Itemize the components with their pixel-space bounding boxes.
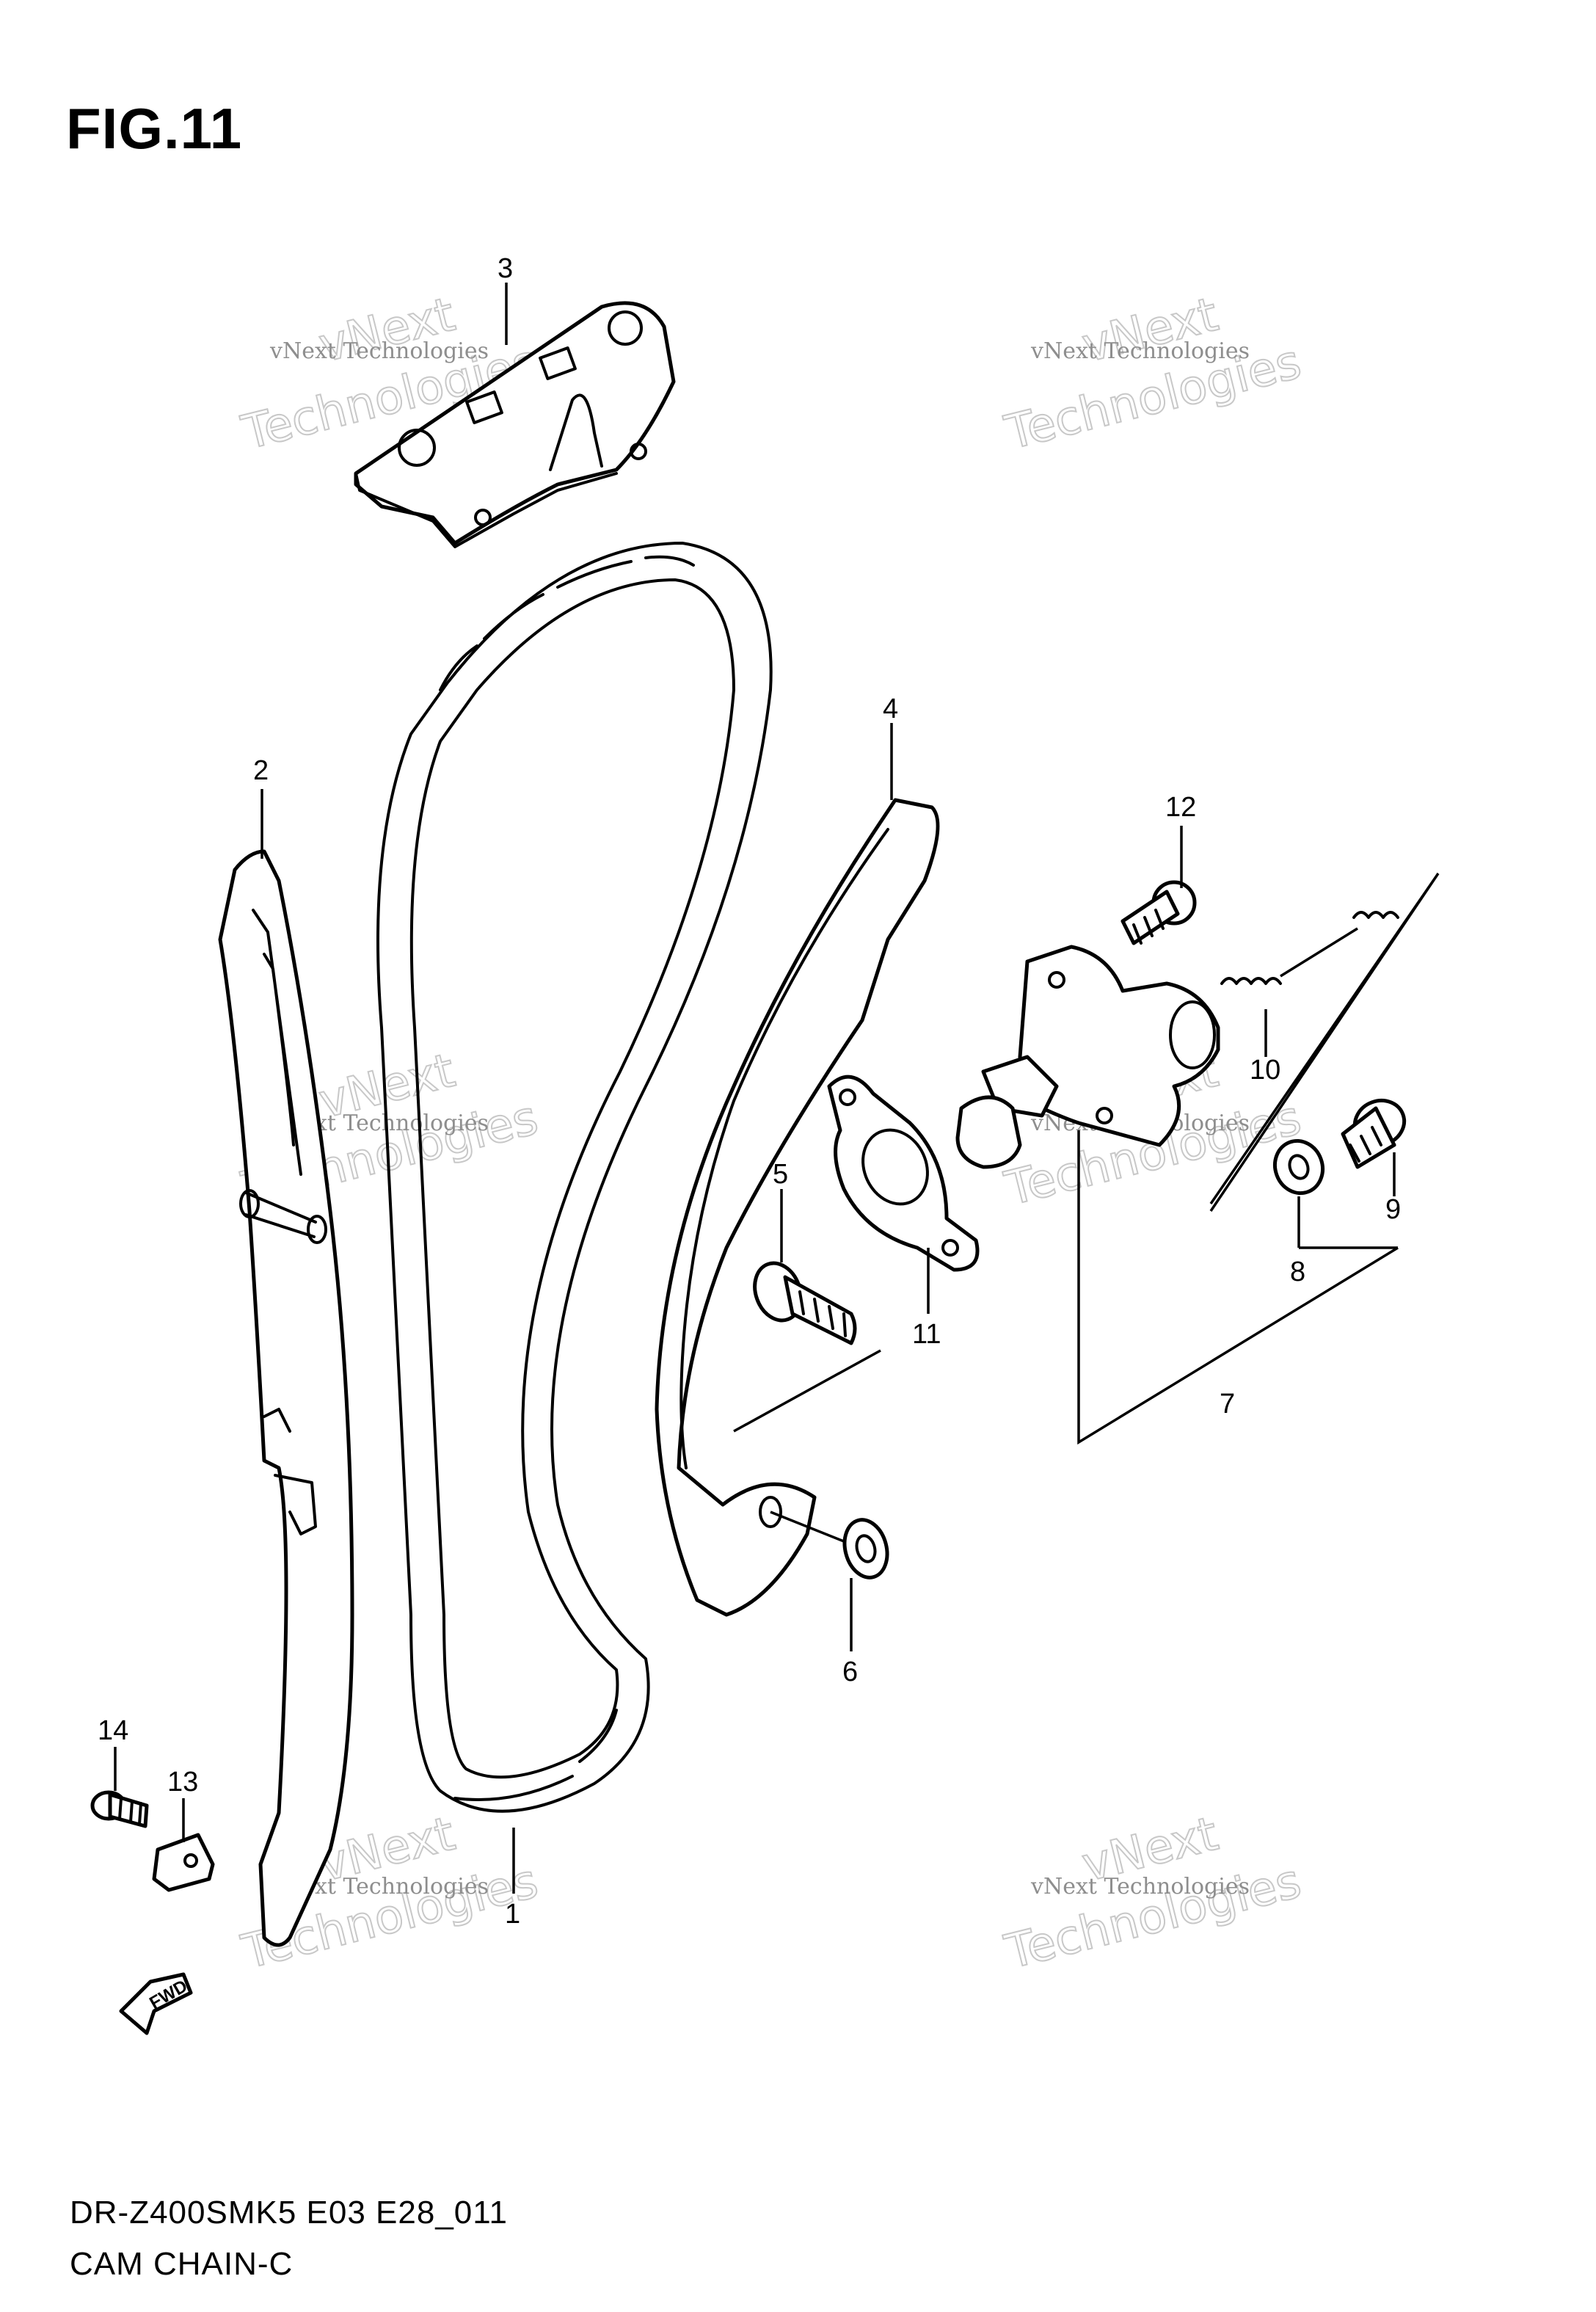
callout-7: 7 <box>1220 1389 1235 1419</box>
cam-chain-part-1 <box>376 542 773 1813</box>
callout-12: 12 <box>1165 792 1196 823</box>
callout-3: 3 <box>498 253 513 284</box>
callout-1: 1 <box>505 1899 520 1930</box>
callout-9: 9 <box>1385 1194 1401 1225</box>
chain-guide-right-part-4 <box>655 798 940 1617</box>
callout-numbers: 3 2 4 12 10 5 9 8 11 7 6 14 13 1 <box>98 253 1401 1930</box>
washer-part-6 <box>770 1511 889 1579</box>
watermark-top-right: Technologies vNext vNext Technologies <box>999 287 1307 462</box>
plug-bolt-part-9 <box>1341 1099 1407 1169</box>
watermark-small-text: vNext Technologies <box>1030 1874 1250 1900</box>
spring-part-10 <box>1220 911 1399 985</box>
section-name: CAM CHAIN-C <box>70 2246 294 2282</box>
bolt-part-5 <box>733 1261 881 1433</box>
assembly-bracket <box>1209 873 1440 1212</box>
tensioner-guide-part-2 <box>218 849 354 1947</box>
callout-6: 6 <box>842 1657 858 1687</box>
callout-2: 2 <box>253 755 269 786</box>
callout-leaders <box>114 283 1398 1894</box>
watermark-small-text: vNext Technologies <box>1030 338 1250 364</box>
bolt-part-12 <box>1121 880 1197 945</box>
forward-direction-icon: FWD <box>119 1972 193 2035</box>
callout-11: 11 <box>912 1319 941 1350</box>
chain-guide-top-part-3 <box>354 301 676 548</box>
callout-4: 4 <box>883 694 898 724</box>
tensioner-body-part-7 <box>955 945 1399 1445</box>
callout-8: 8 <box>1290 1257 1305 1287</box>
callout-5: 5 <box>773 1159 788 1190</box>
watermark-small-text: vNext Technologies <box>269 338 489 364</box>
screw-part-14 <box>90 1790 149 1828</box>
gasket-part-11 <box>827 1075 980 1272</box>
callout-14: 14 <box>98 1715 128 1746</box>
washer-part-8 <box>1273 1138 1324 1196</box>
watermark-bottom-right: Technologies vNext vNext Technologies <box>999 1806 1307 1981</box>
callout-10: 10 <box>1250 1055 1280 1086</box>
plate-part-13 <box>152 1833 215 1892</box>
model-code: DR-Z400SMK5 E03 E28_011 <box>70 2195 508 2231</box>
figure-title: FIG.11 <box>66 96 243 161</box>
callout-13: 13 <box>167 1767 198 1797</box>
